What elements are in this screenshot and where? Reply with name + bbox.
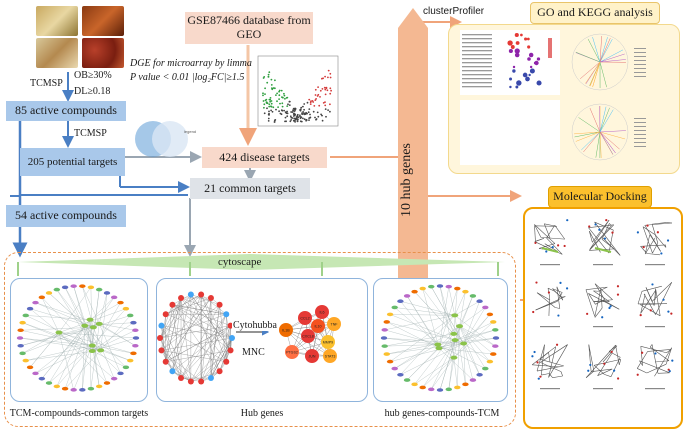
tcmsp-label-mid: TCMSP (74, 128, 107, 139)
geo-database-box: GSE87466 database from GEO (185, 12, 313, 44)
hub-node-label: JUN (309, 355, 316, 359)
cytohubba-label: Cytohubba (232, 320, 278, 331)
hub-node-label: CCL2 (300, 317, 309, 321)
hub-node-label: STAT3 (325, 355, 336, 359)
tcmsp-label-top: TCMSP (30, 78, 63, 89)
herb-image-3 (36, 38, 78, 68)
mnc-label: MNC (242, 347, 265, 358)
hub-node-label: TNF (331, 323, 339, 327)
common-targets-box: 21 common targets (190, 178, 310, 199)
panel1-label: TCM-compounds-common targets (9, 408, 149, 419)
herb-image-4 (82, 38, 124, 68)
molecular-docking-title: Molecular Docking (548, 186, 652, 208)
potential-targets-box: 205 potential targets (20, 148, 125, 176)
cluster-profiler-label: clusterProfiler (423, 6, 485, 17)
go-kegg-title: GO and KEGG analysis (530, 2, 660, 24)
hub-node-label: IL6 (320, 311, 325, 315)
hub-node-label: CXCL8 (302, 335, 314, 339)
cytoscape-region (4, 252, 516, 427)
herb-image-1 (36, 6, 78, 36)
hub-node-label: MMP9 (323, 341, 333, 345)
hub-node-label: IL1B (282, 329, 290, 333)
panel2-label: Hub genes (240, 408, 284, 419)
ob-filter: OB≥30% (74, 70, 112, 81)
active-compounds-54-box: 54 active compounds (6, 205, 126, 227)
dl-filter: DL≥0.18 (74, 86, 111, 97)
disease-targets-box: 424 disease targets (202, 147, 327, 168)
herb-image-2 (82, 6, 124, 36)
svg-text:legend: legend (184, 129, 196, 134)
hub-node-label: PTGS2 (286, 351, 298, 355)
dge-threshold-label: P value < 0.01 |log₂FC|≥1.5 (130, 72, 245, 83)
dge-method-label: DGE for microarray by limma (130, 58, 252, 69)
panel3-label: hub genes-compounds-TCM (384, 408, 500, 419)
network-panel-3 (373, 278, 508, 402)
hub-node-label: IL10 (315, 325, 322, 329)
cytoscape-label: cytoscape (218, 256, 262, 268)
active-compounds-85-box: 85 active compounds (6, 101, 126, 121)
